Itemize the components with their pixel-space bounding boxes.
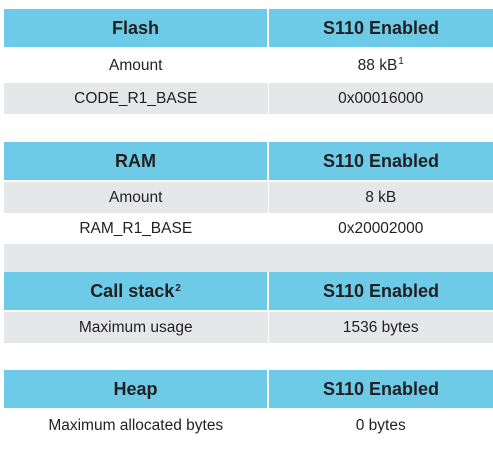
call-stack-header-label: Call stack2 bbox=[4, 272, 268, 312]
table-row: Maximum usage 1536 bytes bbox=[4, 311, 493, 343]
footnote-marker-1: 1 bbox=[398, 56, 404, 67]
ram-amount-label: Amount bbox=[4, 181, 269, 213]
ram-header-label: RAM bbox=[4, 142, 268, 182]
table-row: Amount 8 kB bbox=[4, 181, 493, 213]
heap-header-s110: S110 Enabled bbox=[267, 370, 493, 410]
ram-table: RAM S110 Enabled Amount 8 kB RAM_R1_BASE… bbox=[4, 142, 493, 244]
footnote-marker-2: 2 bbox=[175, 282, 181, 294]
code-r1-base-value: 0x00016000 bbox=[268, 83, 493, 114]
flash-header-row: Flash S110 Enabled bbox=[4, 9, 493, 49]
flash-amount-label: Amount bbox=[4, 48, 269, 83]
ram-amount-value: 8 kB bbox=[268, 181, 493, 213]
call-stack-header-s110: S110 Enabled bbox=[267, 272, 493, 312]
heap-header-label: Heap bbox=[4, 370, 268, 410]
table-row: Maximum allocated bytes 0 bytes bbox=[4, 409, 493, 441]
call-stack-header-row: Call stack2 S110 Enabled bbox=[4, 272, 493, 312]
ram-r1-base-value: 0x20002000 bbox=[268, 213, 493, 244]
call-stack-header-text: Call stack bbox=[90, 280, 175, 301]
ram-r1-base-label: RAM_R1_BASE bbox=[4, 213, 269, 244]
flash-header-label: Flash bbox=[4, 9, 268, 49]
table-row: RAM_R1_BASE 0x20002000 bbox=[4, 213, 493, 244]
memory-requirements-tables: Flash S110 Enabled Amount 88 kB1 CODE_R1… bbox=[4, 9, 493, 441]
flash-table: Flash S110 Enabled Amount 88 kB1 CODE_R1… bbox=[4, 9, 493, 114]
code-r1-base-label: CODE_R1_BASE bbox=[4, 83, 269, 114]
table-row: Amount 88 kB1 bbox=[4, 48, 493, 83]
ram-header-row: RAM S110 Enabled bbox=[4, 142, 493, 182]
ram-header-s110: S110 Enabled bbox=[267, 142, 493, 182]
call-stack-table: Call stack2 S110 Enabled Maximum usage 1… bbox=[4, 272, 493, 343]
heap-max-allocated-label: Maximum allocated bytes bbox=[4, 409, 269, 441]
table-gap bbox=[4, 114, 493, 142]
call-stack-max-usage-value: 1536 bytes bbox=[268, 311, 493, 343]
heap-max-allocated-value: 0 bytes bbox=[268, 409, 493, 441]
heap-header-row: Heap S110 Enabled bbox=[4, 370, 493, 410]
table-gap bbox=[4, 244, 493, 272]
flash-amount-value: 88 kB1 bbox=[268, 48, 493, 83]
call-stack-max-usage-label: Maximum usage bbox=[4, 311, 269, 343]
heap-table: Heap S110 Enabled Maximum allocated byte… bbox=[4, 370, 493, 441]
flash-header-s110: S110 Enabled bbox=[267, 9, 493, 49]
table-row: CODE_R1_BASE 0x00016000 bbox=[4, 83, 493, 114]
table-gap bbox=[4, 343, 493, 370]
flash-amount-text: 88 kB bbox=[357, 57, 398, 74]
